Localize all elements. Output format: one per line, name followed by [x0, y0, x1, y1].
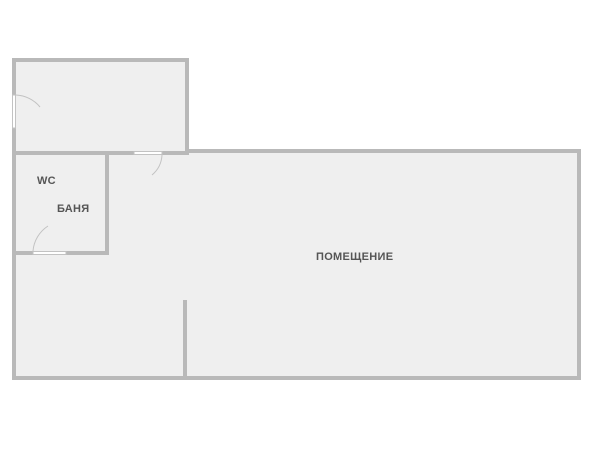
floor-areas — [16, 62, 578, 376]
wall-wc-bottom-a — [12, 251, 33, 255]
wall-wc-right — [105, 151, 109, 255]
door-wc-swing — [32, 225, 49, 252]
door-entrance-leaf — [12, 94, 16, 129]
room-label-main: ПОМЕЩЕНИЕ — [316, 251, 393, 263]
wall-left-exterior-upper — [12, 58, 16, 95]
wall-main-top-a — [185, 149, 581, 153]
room-label-bath: БАНЯ — [57, 203, 89, 215]
room-label-wc: WC — [37, 175, 56, 187]
floor-main-room — [186, 152, 578, 376]
walls — [12, 58, 581, 380]
door-wc-leaf — [32, 251, 67, 255]
door-entrance-swing — [15, 94, 41, 108]
wall-top-left-room-top — [12, 58, 189, 62]
wall-bottom-exterior — [12, 376, 581, 380]
floor-corridor-strip — [107, 154, 186, 252]
door-upper-room-leaf — [133, 151, 163, 155]
floor-upper-left-room — [16, 62, 186, 154]
door-upper-room — [133, 151, 163, 176]
door-entrance — [12, 94, 41, 129]
wall-partition-stub — [183, 300, 187, 380]
wall-main-right — [577, 149, 581, 380]
floor-wc-bath — [16, 154, 107, 252]
wall-top-left-room-right — [185, 58, 189, 154]
floor-corridor-left — [16, 252, 186, 376]
door-upper-room-swing — [151, 154, 163, 176]
wall-wc-bottom-b — [66, 251, 109, 255]
wall-upper-room-bottom-b — [162, 151, 189, 155]
door-wc — [32, 225, 67, 255]
wall-upper-room-bottom-a — [12, 151, 134, 155]
